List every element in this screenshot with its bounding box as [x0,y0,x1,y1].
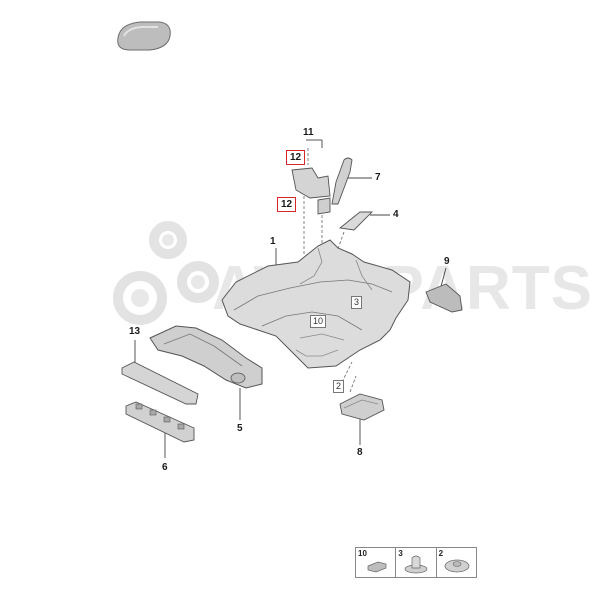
legend-cell-3: 3 [396,548,437,577]
legend-num-2: 2 [438,549,444,558]
callout-13: 13 [129,326,141,337]
plug-cap-icon [367,561,387,573]
callout-11: 11 [303,127,314,138]
callout-5: 5 [237,423,243,434]
callout-7: 7 [375,172,381,183]
callout-box-2: 2 [333,380,345,393]
callout-highlight-12-upper[interactable]: 12 [286,150,306,165]
callout-highlight-12-lower[interactable]: 12 [277,197,297,212]
callout-9: 9 [444,256,450,267]
callout-box-10: 10 [310,315,327,328]
floor-pad-icon [117,21,171,51]
small-parts-legend: 10 3 2 [355,547,477,578]
callout-6: 6 [162,462,168,473]
legend-num-3: 3 [398,549,403,558]
callout-4: 4 [393,209,399,220]
callout-box-3: 3 [351,296,363,309]
round-retainer-icon [444,559,470,573]
legend-cell-2: 2 [437,548,476,577]
callout-1: 1 [270,236,276,247]
callout-8: 8 [357,447,363,458]
expanding-clip-icon [404,555,428,574]
legend-cell-10: 10 [356,548,397,577]
legend-num-10: 10 [358,549,367,558]
